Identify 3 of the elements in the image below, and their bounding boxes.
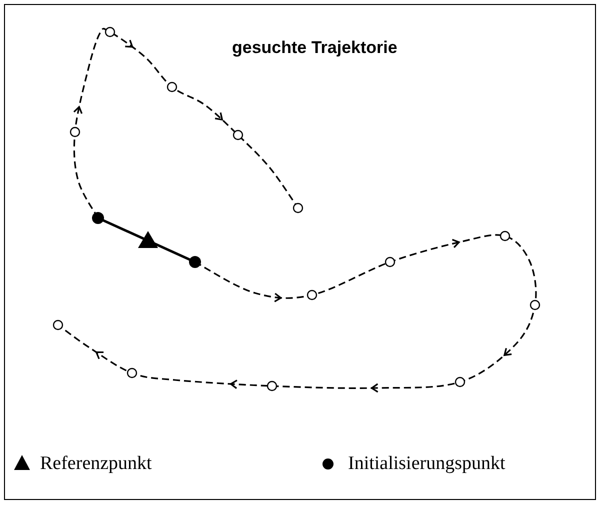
- legend-label: Initialisierungspunkt: [348, 453, 506, 475]
- diagram-title: gesuchte Trajektorie: [232, 38, 398, 58]
- legend-label: Referenzpunkt: [40, 453, 152, 475]
